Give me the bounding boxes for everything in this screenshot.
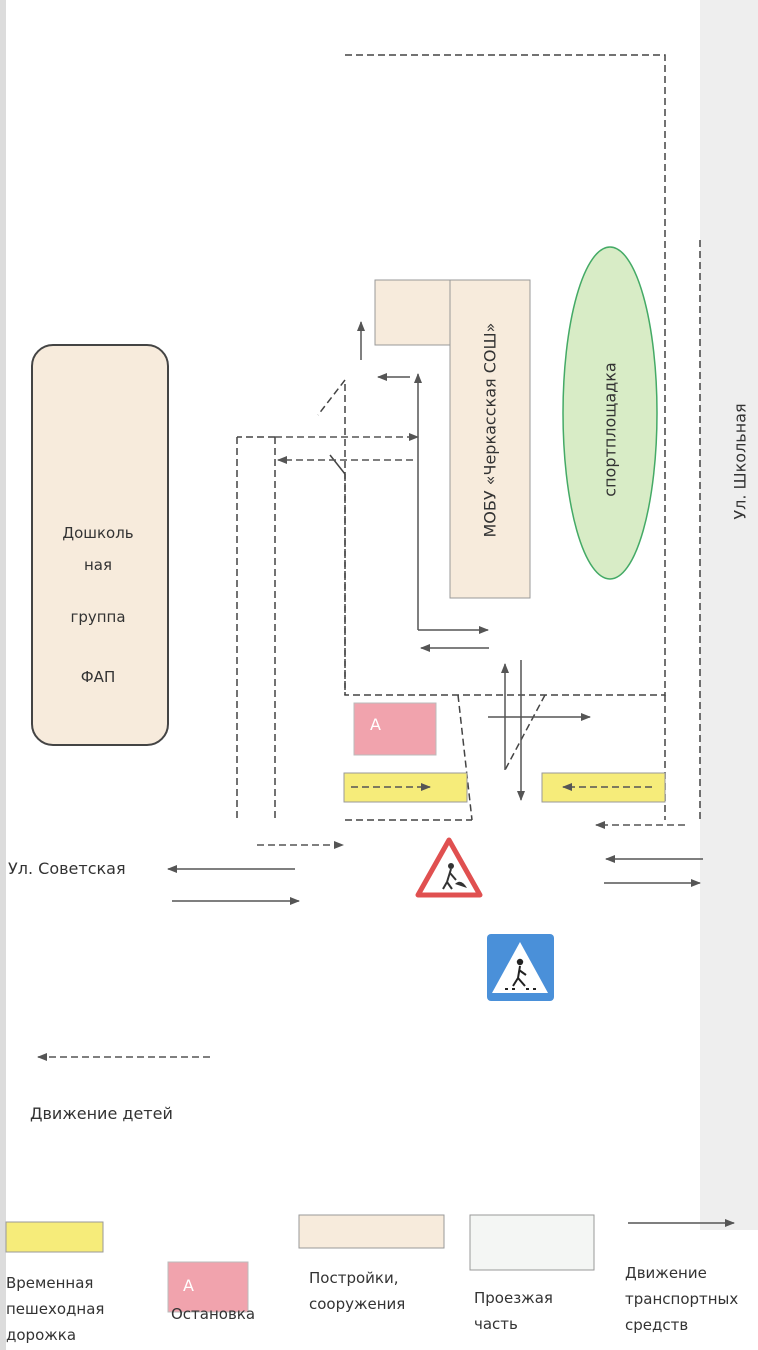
legend-temporary-path-label: Временная пешеходная дорожка bbox=[6, 1274, 105, 1344]
school-building bbox=[449, 279, 531, 599]
scan-edge bbox=[0, 0, 6, 1350]
sports-ground-label: спортплощадка bbox=[600, 362, 620, 497]
legend-bus-stop-swatch bbox=[167, 1261, 249, 1313]
legend-temporary-path-swatch bbox=[5, 1221, 104, 1253]
legend-roadway-label: Проезжая часть bbox=[474, 1289, 553, 1333]
preschool-building bbox=[31, 344, 169, 746]
school-label: МОБУ «Черкасская СОШ» bbox=[480, 322, 500, 538]
roadworks-sign-icon bbox=[415, 837, 483, 898]
preschool-label-3: группа bbox=[70, 608, 126, 626]
preschool-label-2: ная bbox=[83, 556, 113, 574]
sports-ground bbox=[562, 246, 658, 580]
legend-buildings-label: Постройки, сооружения bbox=[309, 1269, 406, 1313]
preschool-label-1: Дошколь bbox=[62, 524, 134, 542]
pedestrian-path-lines bbox=[236, 240, 701, 821]
children-movement-label: Движение детей bbox=[30, 1104, 173, 1123]
bus-stop bbox=[353, 702, 437, 756]
legend-bus-stop-label: Остановка bbox=[171, 1305, 256, 1323]
school-annex bbox=[374, 279, 451, 346]
preschool-label-4: ФАП bbox=[80, 668, 116, 686]
legend-vehicle-label: Движение транспортных средств bbox=[625, 1264, 739, 1334]
shkolnaya-street-label: Ул. Школьная bbox=[730, 403, 750, 520]
legend-buildings-swatch bbox=[298, 1214, 445, 1249]
shkolnaya-street-band bbox=[700, 0, 758, 1230]
children-movement-arrows bbox=[37, 433, 685, 1061]
path-joint bbox=[329, 454, 346, 475]
legend-roadway-swatch bbox=[469, 1214, 595, 1271]
sovetskaya-street-label: Ул. Советская bbox=[8, 859, 126, 878]
legend-bus-stop-letter: А bbox=[183, 1276, 194, 1295]
pedestrian-crossing-sign-icon bbox=[487, 934, 554, 1001]
movement-arrows bbox=[167, 321, 703, 905]
bus-stop-letter: А bbox=[370, 715, 381, 734]
